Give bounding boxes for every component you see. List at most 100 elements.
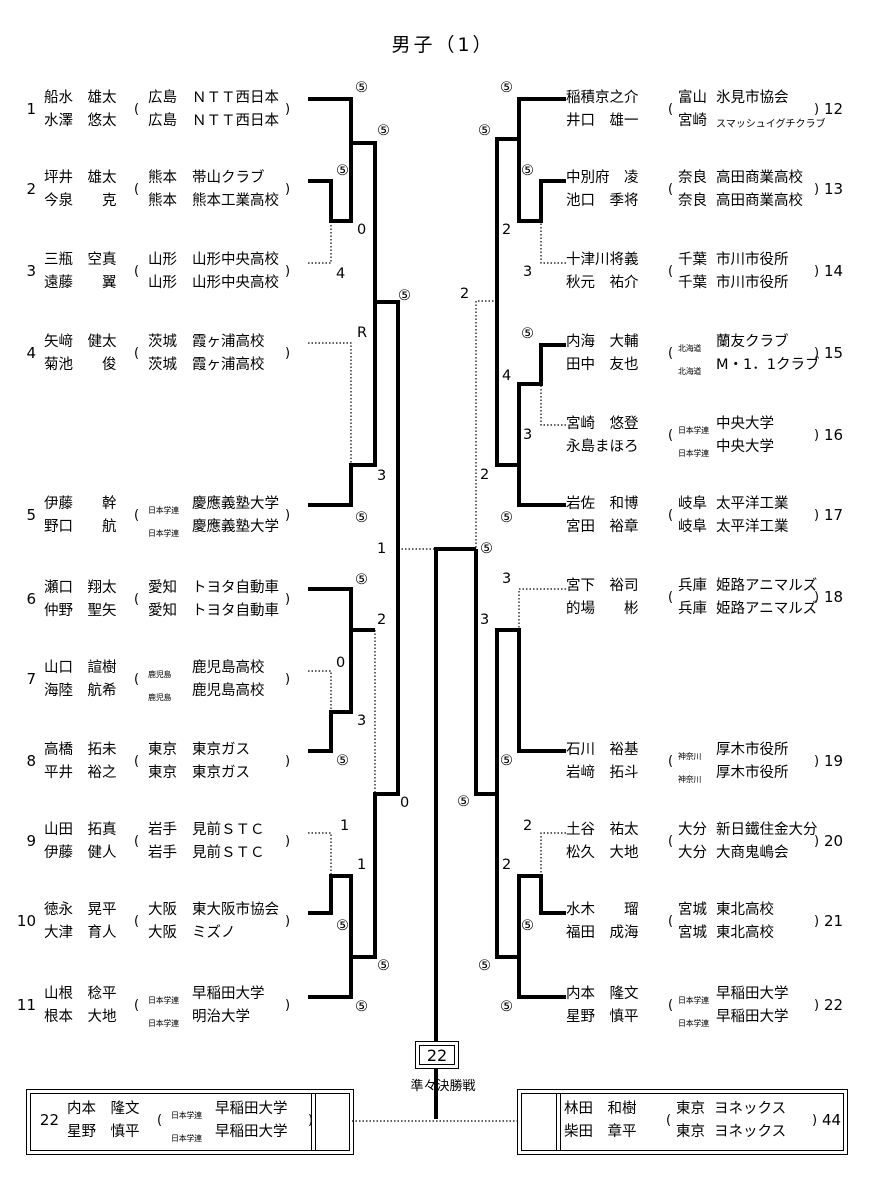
score-label: ⑤	[500, 999, 513, 1015]
player-line: 山口 諠樹鹿児島鹿児島高校	[8, 657, 308, 680]
score-label: ⑤	[355, 999, 368, 1015]
prefecture: 広島	[148, 90, 177, 106]
entry-left: 10()徳永 晃平大阪東大阪市協会大津 育人大阪ミズノ	[8, 899, 308, 945]
seed-number: 11	[16, 996, 36, 1014]
player-line: 十津川将義千葉市川市役所	[566, 249, 856, 272]
team-name: 大商鬼嶋会	[716, 845, 789, 861]
paren-close: )	[285, 592, 291, 607]
entry-left: 11()山根 稔平日本学連早稲田大学根本 大地日本学連明治大学	[8, 983, 308, 1029]
team-name: 姫路アニマルズ	[716, 578, 818, 594]
entry-right: 18()宮下 裕司兵庫姫路アニマルズ的場 彬兵庫姫路アニマルズ	[566, 575, 856, 621]
prefecture: 東京	[148, 765, 177, 781]
player-line: 瀬口 翔太愛知トヨタ自動車	[8, 577, 308, 600]
team-name: 東大阪市協会	[192, 902, 279, 918]
team-name: 東京ガス	[192, 765, 250, 781]
score-label: ⑤	[377, 123, 390, 139]
team-name: 慶應義塾大学	[192, 496, 279, 512]
player-line: 内海 大輔北海道蘭友クラブ	[566, 331, 856, 354]
prefecture: 熊本	[148, 193, 177, 209]
team-name: 鹿児島高校	[192, 683, 265, 699]
player-line: 伊藤 幹日本学連慶應義塾大学	[8, 493, 308, 516]
player-line: 根本 大地日本学連明治大学	[8, 1006, 308, 1029]
team-name: 熊本工業高校	[192, 193, 279, 209]
bracket-win-line	[434, 547, 476, 1041]
paren-close: )	[308, 1113, 314, 1128]
entry-left: 22()内本 隆文日本学連早稲田大学星野 慎平日本学連早稲田大学	[31, 1098, 331, 1144]
bracket-line	[308, 342, 352, 465]
score-label: ⑤	[457, 794, 470, 810]
bracket-line	[475, 300, 497, 549]
prefecture: 日本学連	[148, 1019, 179, 1028]
score-label: ⑤	[336, 163, 349, 179]
player-name: 伊藤 健人	[44, 845, 117, 861]
paren-open: (	[134, 834, 140, 849]
player-name: 内本 隆文	[566, 986, 639, 1002]
team-name: 厚木市役所	[716, 742, 789, 758]
prefecture: 大分	[678, 822, 707, 838]
team-name: 新日鐵住金大分	[716, 822, 818, 838]
prefecture: 日本学連	[171, 1111, 202, 1120]
team-name: 厚木市役所	[716, 765, 789, 781]
prefecture: 鹿児島	[148, 670, 172, 679]
bracket-win-line	[495, 628, 566, 794]
entry-left: 5()伊藤 幹日本学連慶應義塾大学野口 航日本学連慶應義塾大学	[8, 493, 308, 539]
team-name: ヨネックス	[714, 1124, 787, 1140]
team-name: 蘭友クラブ	[716, 334, 789, 350]
player-name: 池口 季将	[566, 193, 639, 209]
player-name: 内本 隆文	[67, 1101, 140, 1117]
team-name: 市川市役所	[716, 275, 789, 291]
player-line: 岩﨑 拓斗神奈川厚木市役所	[566, 762, 856, 785]
bracket-win-line	[495, 301, 566, 507]
prefecture: 宮崎	[678, 113, 707, 129]
paren-open: (	[134, 754, 140, 769]
seed-number: 17	[824, 506, 844, 524]
bracket-win-line	[308, 587, 375, 632]
entry-left: 6()瀬口 翔太愛知トヨタ自動車仲野 聖矢愛知トヨタ自動車	[8, 577, 308, 623]
paren-close: )	[285, 754, 291, 769]
prefecture: 岐阜	[678, 496, 707, 512]
team-name: M・1．1クラブ	[716, 357, 820, 373]
player-line: 福田 成海宮城東北高校	[566, 922, 856, 945]
team-name: 中央大学	[716, 416, 774, 432]
player-name: 坪井 雄太	[44, 170, 117, 186]
team-name: 東京ガス	[192, 742, 250, 758]
team-name: 早稲田大学	[192, 986, 265, 1002]
bracket-line	[540, 832, 566, 876]
entry-right: 21()水木 瑠宮城東北高校福田 成海宮城東北高校	[566, 899, 856, 945]
paren-open: (	[668, 264, 674, 279]
prefecture: 大阪	[148, 902, 177, 918]
player-line: 伊藤 健人岩手見前ＳＴＣ	[8, 842, 308, 865]
score-label: ⑤	[336, 918, 349, 934]
player-line: 岩佐 和博岐阜太平洋工業	[566, 493, 856, 516]
paren-open: (	[134, 264, 140, 279]
paren-close: )	[285, 102, 291, 117]
prefecture: 日本学連	[148, 506, 179, 515]
prefecture: 宮城	[678, 902, 707, 918]
paren-close: )	[814, 834, 820, 849]
team-name: 帯山クラブ	[192, 170, 265, 186]
entry-right: 12()稲積京之介富山氷見市協会井口 雄一宮崎スマッシュイグチクラブ	[566, 87, 856, 133]
score-label: ⑤	[521, 163, 534, 179]
page-title: 男子（1）	[391, 34, 495, 56]
player-line: 石川 裕基神奈川厚木市役所	[566, 739, 856, 762]
entry-left: 2()坪井 雄太熊本帯山クラブ今泉 克熊本熊本工業高校	[8, 167, 308, 213]
entry-left: 7()山口 諠樹鹿児島鹿児島高校海陸 航希鹿児島鹿児島高校	[8, 657, 308, 703]
player-name: 山根 稔平	[44, 986, 117, 1002]
bracket-win-line	[308, 549, 400, 999]
prefecture: 日本学連	[678, 996, 709, 1005]
team-name: 市川市役所	[716, 252, 789, 268]
prefecture: 千葉	[678, 275, 707, 291]
paren-close: )	[814, 998, 820, 1013]
score-label: ⑤	[521, 918, 534, 934]
seed-number: 3	[26, 262, 36, 280]
prefecture: 奈良	[678, 193, 707, 209]
player-name: 宮下 裕司	[566, 578, 639, 594]
prefecture: 東京	[676, 1101, 705, 1117]
prefecture: 富山	[678, 90, 707, 106]
paren-close: )	[814, 182, 820, 197]
player-name: 水木 瑠	[566, 902, 639, 918]
score-label: 2	[480, 467, 490, 483]
player-name: 田中 友也	[566, 357, 639, 373]
prefecture: 愛知	[148, 580, 177, 596]
